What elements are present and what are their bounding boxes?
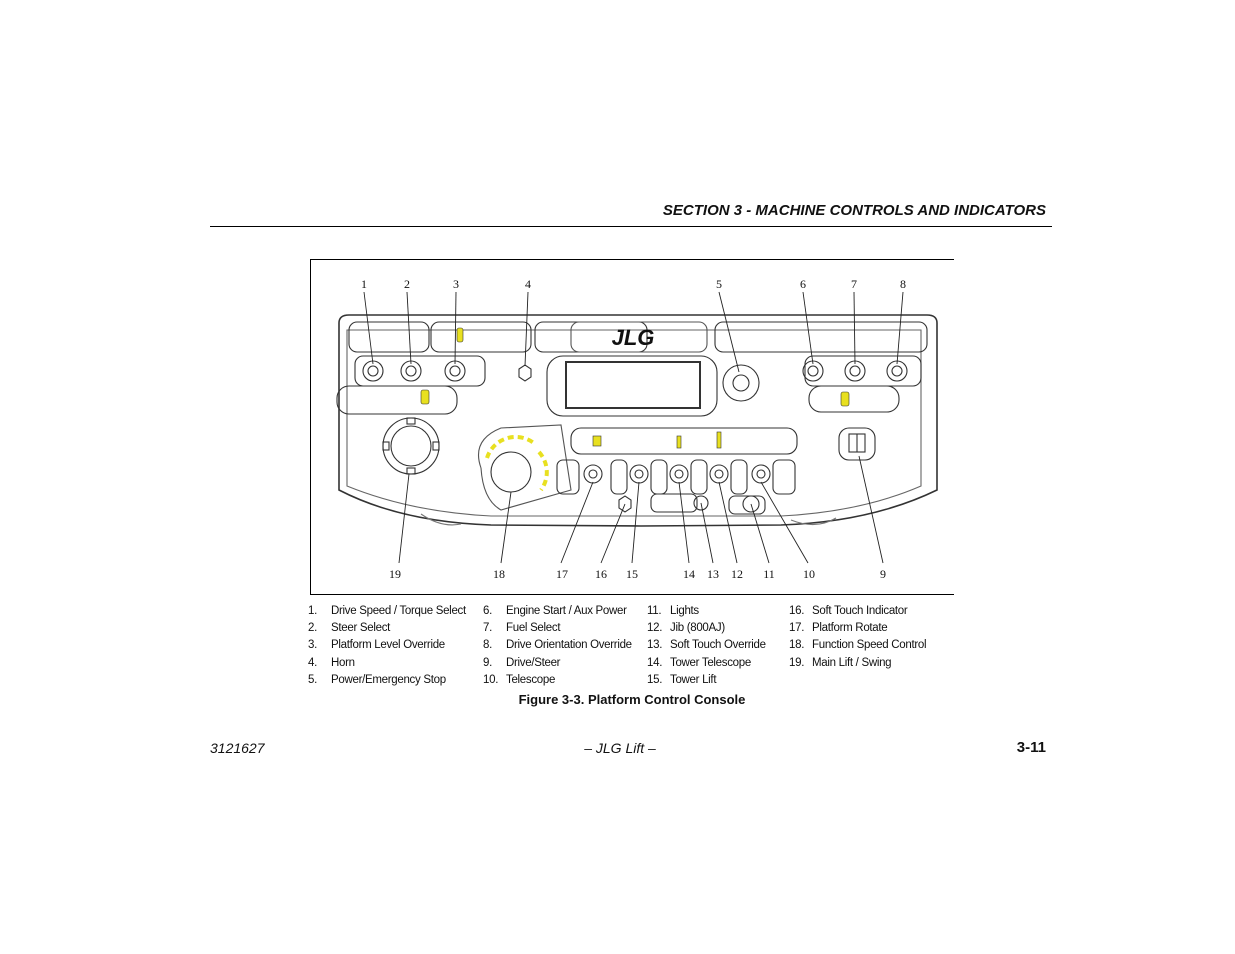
- callout-17: 17: [556, 567, 568, 581]
- console-illustration: JLG: [336, 277, 938, 581]
- jlg-logo: JLG: [612, 325, 655, 350]
- legend-item: 16.Soft Touch Indicator: [789, 605, 908, 617]
- legend-item: 17.Platform Rotate: [789, 622, 888, 635]
- legend-item: 6.Engine Start / Aux Power: [483, 605, 627, 617]
- legend-item: 9.Drive/Steer: [483, 656, 561, 669]
- section-title: SECTION 3 - MACHINE CONTROLS AND INDICAT…: [662, 202, 1046, 219]
- callout-14: 14: [683, 567, 695, 581]
- platform-console-figure: JLG: [310, 259, 954, 595]
- legend-item: 5.Power/Emergency Stop: [308, 673, 446, 686]
- callout-1: 1: [361, 277, 367, 291]
- callout-15: 15: [626, 567, 638, 581]
- legend-column-1: 1.Drive Speed / Torque Select 2.Steer Se…: [308, 603, 466, 689]
- header-rule: [210, 226, 1052, 227]
- callout-7: 7: [851, 277, 857, 291]
- legend-item: 7.Fuel Select: [483, 622, 561, 635]
- callout-4: 4: [525, 277, 531, 291]
- callout-16: 16: [595, 567, 607, 581]
- legend-item: 19.Main Lift / Swing: [789, 656, 892, 669]
- callout-13: 13: [707, 567, 719, 581]
- legend-item: 8.Drive Orientation Override: [483, 639, 632, 652]
- legend-item: 3.Platform Level Override: [308, 639, 445, 652]
- callout-2: 2: [404, 277, 410, 291]
- legend-item: 1.Drive Speed / Torque Select: [308, 605, 466, 617]
- callout-8: 8: [900, 277, 906, 291]
- legend-item: 2.Steer Select: [308, 622, 391, 635]
- legend-item: 12.Jib (800AJ): [647, 622, 725, 635]
- legend-item: 4.Horn: [308, 656, 355, 669]
- legend-item: 13.Soft Touch Override: [647, 639, 766, 652]
- legend-item: 14.Tower Telescope: [647, 656, 751, 669]
- legend-column-4: 16.Soft Touch Indicator 17.Platform Rota…: [789, 603, 927, 672]
- footer-title: – JLG Lift –: [584, 740, 656, 756]
- callout-11: 11: [763, 567, 775, 581]
- callout-19: 19: [389, 567, 401, 581]
- callout-10: 10: [803, 567, 815, 581]
- figure-caption: Figure 3-3. Platform Control Console: [518, 692, 746, 707]
- callout-9: 9: [880, 567, 886, 581]
- callout-5: 5: [716, 277, 722, 291]
- legend-item: 11.Lights: [647, 605, 699, 617]
- doc-number: 3121627: [210, 740, 265, 756]
- callout-6: 6: [800, 277, 806, 291]
- legend-column-3: 11.Lights 12.Jib (800AJ) 13.Soft Touch O…: [647, 603, 766, 689]
- callout-18: 18: [493, 567, 505, 581]
- callout-3: 3: [453, 277, 459, 291]
- page-number: 3-11: [1016, 739, 1046, 756]
- legend-item: 15.Tower Lift: [647, 673, 717, 686]
- legend-item: 10.Telescope: [483, 673, 556, 686]
- callout-12: 12: [731, 567, 743, 581]
- legend-item: 18.Function Speed Control: [789, 639, 927, 652]
- legend-column-2: 6.Engine Start / Aux Power 7.Fuel Select…: [483, 603, 632, 689]
